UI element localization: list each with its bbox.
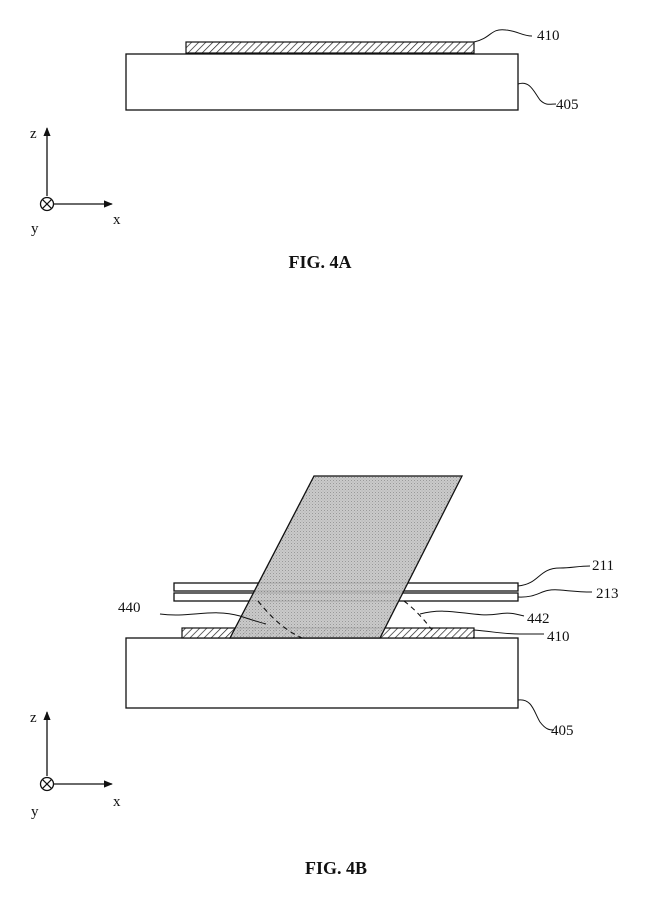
figure-4b: 211 213 440 442 410 405 z x y FIG. 4B <box>30 475 619 878</box>
y-axis-label: y <box>31 804 39 820</box>
region-442-dashed-outline <box>403 600 433 631</box>
x-axis-label: x <box>113 212 121 228</box>
figure-caption-4a: FIG. 4A <box>289 252 352 272</box>
ref-label-442: 442 <box>527 611 550 627</box>
oblique-beam <box>228 475 464 639</box>
leader-line-442 <box>419 610 525 617</box>
x-axis-label: x <box>113 794 121 810</box>
z-axis-label: z <box>30 710 37 726</box>
ref-label-410b: 410 <box>547 629 570 645</box>
leader-line-405b <box>517 699 555 731</box>
ref-label-211: 211 <box>592 558 614 574</box>
substrate-405 <box>125 637 519 709</box>
y-axis-into-page-icon <box>39 196 55 212</box>
ref-label-213: 213 <box>596 586 619 602</box>
ref-label-410: 410 <box>537 28 560 44</box>
hatched-layer-410 <box>185 41 475 54</box>
leader-line-405 <box>517 82 557 105</box>
region-440-dashed-outline <box>257 600 303 639</box>
ref-label-405b: 405 <box>551 723 574 739</box>
figure-caption-4b: FIG. 4B <box>305 858 367 878</box>
leader-line-440 <box>159 612 267 625</box>
y-axis-into-page-icon <box>39 776 55 792</box>
leader-line-213 <box>517 589 593 598</box>
coordinate-axes-4a: z x y <box>30 126 121 237</box>
y-axis-label: y <box>31 221 39 237</box>
z-axis-label: z <box>30 126 37 142</box>
leader-line-410 <box>473 29 533 43</box>
figure-4a: 410 405 z x y FIG. 4A <box>30 28 579 272</box>
substrate-405 <box>125 53 519 111</box>
leader-line-211 <box>517 565 591 587</box>
coordinate-axes-4b: z x y <box>30 710 121 820</box>
ref-label-440: 440 <box>118 600 141 616</box>
ref-label-405: 405 <box>556 97 579 113</box>
leader-line-410b <box>473 629 544 635</box>
